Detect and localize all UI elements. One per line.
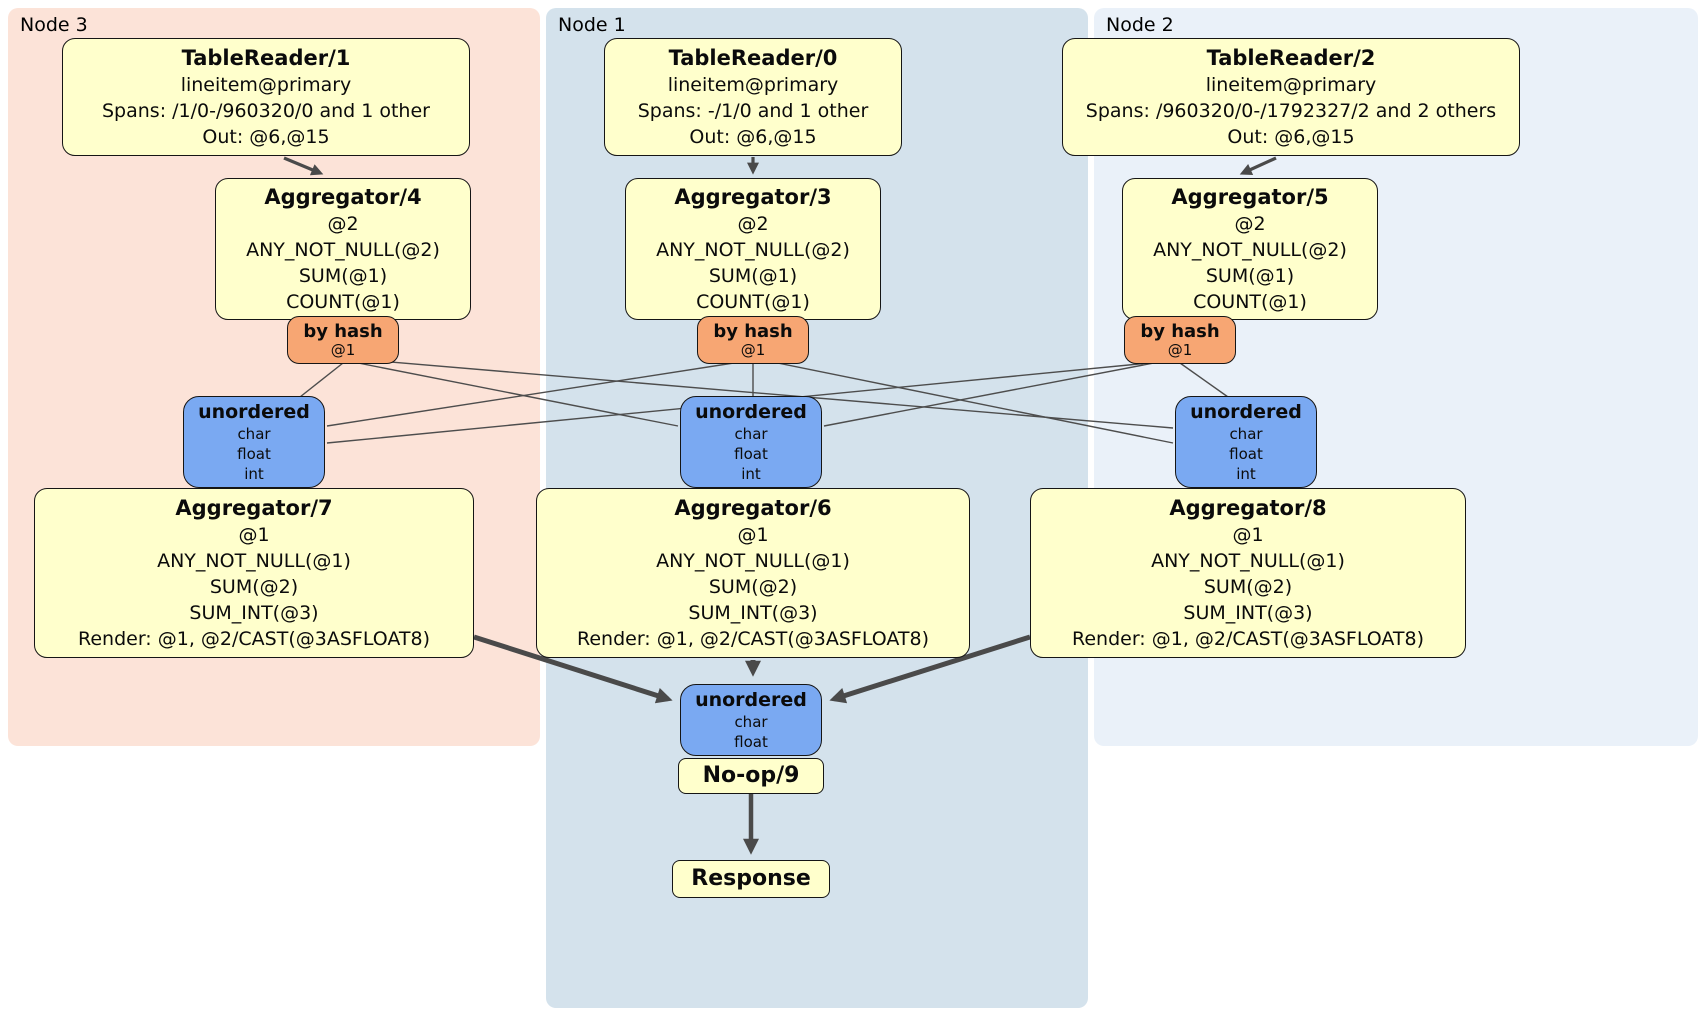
- aggregator-8: Aggregator/8 @1 ANY_NOT_NULL(@1) SUM(@2)…: [1030, 488, 1466, 658]
- noop-operator: No-op/9: [678, 758, 824, 794]
- aggregator-3-title: Aggregator/3: [674, 184, 832, 209]
- table-reader-2: TableReader/2 lineitem@primary Spans: /9…: [1062, 38, 1520, 156]
- table-reader-1: TableReader/1 lineitem@primary Spans: /1…: [62, 38, 470, 156]
- aggregator-to-final-merge-arrows: [473, 634, 1031, 704]
- node2-label: Node 2: [1106, 14, 1174, 36]
- aggregator-4: Aggregator/4 @2 ANY_NOT_NULL(@2) SUM(@1)…: [215, 178, 471, 320]
- response-node: Response: [672, 860, 830, 898]
- final-unordered-merge: unordered char float: [680, 684, 822, 756]
- unordered-merge-node2: unordered char float int: [1175, 396, 1317, 488]
- table-reader-0: TableReader/0 lineitem@primary Spans: -/…: [604, 38, 902, 156]
- aggregator-5-title: Aggregator/5: [1171, 184, 1329, 209]
- aggregator-7-title: Aggregator/7: [175, 495, 333, 520]
- aggregator-6-title: Aggregator/6: [674, 495, 832, 520]
- unordered-merge-node1: unordered char float int: [680, 396, 822, 488]
- aggregator-6: Aggregator/6 @1 ANY_NOT_NULL(@1) SUM(@2)…: [536, 488, 970, 658]
- reader-to-aggregator-arrows: [283, 156, 1277, 176]
- unordered-merge-node3: unordered char float int: [183, 396, 325, 488]
- aggregator-5: Aggregator/5 @2 ANY_NOT_NULL(@2) SUM(@1)…: [1122, 178, 1378, 320]
- table-reader-2-title: TableReader/2: [1206, 45, 1376, 70]
- hash-router-node3: by hash @1: [287, 316, 399, 364]
- node1-label: Node 1: [558, 14, 626, 36]
- node3-label: Node 3: [20, 14, 88, 36]
- hash-router-node2: by hash @1: [1124, 316, 1236, 364]
- aggregator-3: Aggregator/3 @2 ANY_NOT_NULL(@2) SUM(@1)…: [625, 178, 881, 320]
- table-reader-0-title: TableReader/0: [668, 45, 838, 70]
- aggregator-4-title: Aggregator/4: [264, 184, 422, 209]
- aggregator-8-title: Aggregator/8: [1169, 495, 1327, 520]
- hash-router-node1: by hash @1: [697, 316, 809, 364]
- table-reader-1-title: TableReader/1: [181, 45, 351, 70]
- aggregator-7: Aggregator/7 @1 ANY_NOT_NULL(@1) SUM(@2)…: [34, 488, 474, 658]
